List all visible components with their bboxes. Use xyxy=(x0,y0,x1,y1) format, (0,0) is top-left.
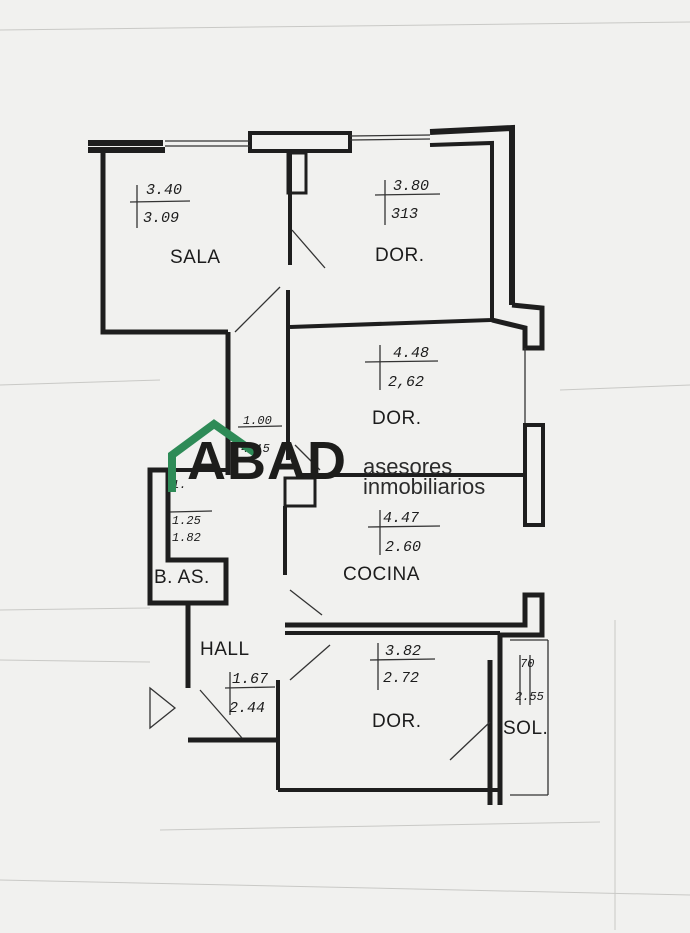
logo-tagline-1: asesores xyxy=(363,454,453,479)
bano-label: B. AS. xyxy=(154,567,210,588)
dor1-dim-a: 3.80 xyxy=(393,178,429,195)
sol-dim-b: 2.55 xyxy=(515,690,544,704)
door-swings xyxy=(149,229,531,761)
logo-house-icon xyxy=(168,419,261,492)
sol-label: SOL. xyxy=(503,718,548,739)
bano-dim-b: 1.82 xyxy=(172,531,201,545)
dor1-dim-b: 313 xyxy=(391,206,418,223)
hall-dim-b: 2.44 xyxy=(229,700,265,717)
room-hall: HALL 1.67 2.44 xyxy=(200,639,268,717)
logo-tagline-2: inmobiliarios xyxy=(363,474,486,499)
dor2-dim-a: 4.48 xyxy=(393,345,429,362)
walls xyxy=(88,124,549,805)
dor2-dim-b: 2,62 xyxy=(388,374,424,391)
paper-texture xyxy=(0,21,690,930)
watermark-logo: ABAD asesores inmobiliarios xyxy=(165,420,525,500)
dor3-label: DOR. xyxy=(372,711,422,732)
cocina-dim-a: 4.47 xyxy=(383,510,419,527)
dor3-dim-a: 3.82 xyxy=(385,643,421,660)
sala-label: SALA xyxy=(170,247,221,268)
cocina-label: COCINA xyxy=(343,564,420,585)
cocina-dim-b: 2.60 xyxy=(385,539,421,556)
room-sala: 3.40 3.09 SALA xyxy=(143,182,221,268)
bano-dim-a: 1.25 xyxy=(172,514,201,528)
room-bano: 1. 1.25 1.82 B. AS. xyxy=(154,478,210,588)
sol-dim-a: 70 xyxy=(520,657,534,671)
room-sol: 70 2.55 SOL. xyxy=(503,657,548,739)
hall-label: HALL xyxy=(200,639,250,660)
dor2-label: DOR. xyxy=(372,408,422,429)
dor3-dim-b: 2.72 xyxy=(383,670,419,687)
sala-dim-b: 3.09 xyxy=(143,210,179,227)
room-dor-1: 3.80 313 DOR. xyxy=(375,178,429,266)
logo-brand: ABAD xyxy=(187,431,347,491)
room-dor-2: 4.48 2,62 DOR. xyxy=(372,345,429,429)
room-cocina: 4.47 2.60 COCINA xyxy=(343,510,421,585)
hall-dim-a: 1.67 xyxy=(232,671,268,688)
sala-dim-a: 3.40 xyxy=(146,182,182,199)
room-dor-3: 3.82 2.72 DOR. xyxy=(372,643,422,732)
dor1-label: DOR. xyxy=(375,245,425,266)
dimension-lines xyxy=(129,180,441,715)
pasillo-dim-a: 1.00 xyxy=(243,414,272,428)
